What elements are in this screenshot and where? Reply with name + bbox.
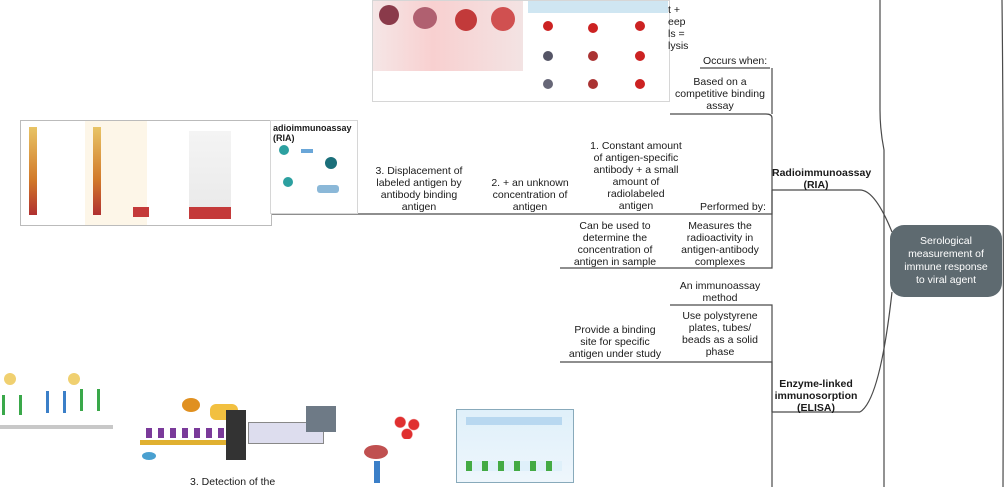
- ria-procedure-image: [20, 120, 272, 226]
- elisa-branch-mid: [670, 361, 773, 412]
- ria-branch-down: [670, 190, 773, 269]
- immunoassay-label: An immunoassay method: [679, 280, 761, 304]
- measures-label: Measures the radioactivity in antigen-an…: [681, 220, 759, 268]
- binding-site-label: Provide a binding site for specific anti…: [568, 324, 662, 360]
- hemagglutination-diagram-image: [372, 0, 670, 102]
- based-on-label: Based on a competitive binding assay: [675, 76, 765, 112]
- elisa-detection-label: 3. Detection of the: [190, 476, 276, 488]
- step2-label: 2. + an unknown concentration of antigen: [491, 177, 569, 213]
- ria-to-center: [859, 189, 893, 233]
- ria-branch-up: [670, 113, 773, 190]
- can-be-used-label: Can be used to determine the concentrati…: [573, 220, 657, 268]
- elisa-to-center: [859, 291, 893, 413]
- performed-by-label: Performed by:: [700, 201, 766, 213]
- elisa-title: Enzyme-linked immunosorption (ELISA): [774, 378, 858, 414]
- ria-schematic-image: adioimmunoassay (RIA): [270, 120, 358, 214]
- elisa-sandwich-image: [356, 405, 574, 487]
- elisa-detection-image: [130, 392, 340, 474]
- ria-title: Radioimmunoassay (RIA): [772, 167, 872, 191]
- top-clipped-text: t + eep ls = lysis: [668, 4, 689, 52]
- elisa-types-image: [0, 365, 113, 437]
- polystyrene-label: Use polystyrene plates, tubes/ beads as …: [682, 310, 758, 358]
- step3-label: 3. Displacement of labeled antigen by an…: [375, 165, 463, 213]
- spine-line: [879, 0, 885, 487]
- right-edge-line: [1001, 0, 1004, 487]
- ria-branch-performed: [670, 190, 773, 215]
- central-topic-node[interactable]: Serological measurement of immune respon…: [890, 225, 1002, 297]
- step1-label: 1. Constant amount of antigen-specific a…: [590, 140, 682, 212]
- central-topic-label: Serological measurement of immune respon…: [904, 235, 988, 286]
- occurs-when-label: Occurs when:: [703, 55, 768, 67]
